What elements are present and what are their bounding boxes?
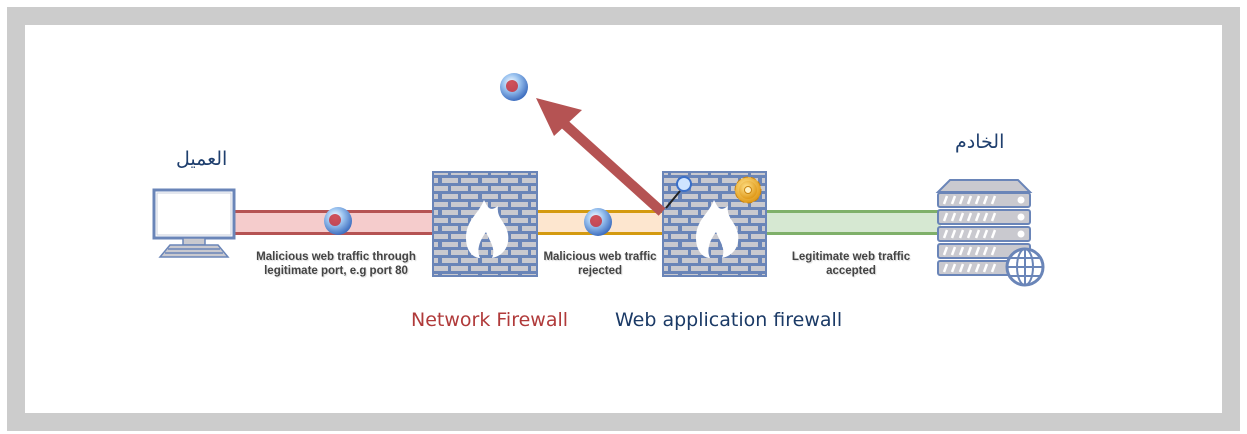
network-firewall-caption: Network Firewall	[411, 309, 569, 331]
link-label-waf-to-server: Legitimate web traffic accepted	[772, 250, 930, 278]
globe-icon	[1005, 247, 1045, 287]
link-label-line: legitimate port, e.g port 80	[264, 265, 408, 277]
server-unit	[937, 192, 1031, 208]
link-label-client-to-network-firewall: Malicious web traffic through legitimate…	[238, 250, 434, 278]
gear-icon	[734, 176, 762, 204]
malware-packet-icon	[324, 207, 352, 235]
server-label: الخادم	[955, 131, 1005, 153]
desktop-computer-icon	[152, 188, 236, 258]
magnifier-icon	[665, 176, 692, 209]
network-firewall-icon	[432, 171, 538, 277]
link-label-line: rejected	[577, 265, 623, 277]
link-label-network-firewall-to-waf: Malicious web traffic rejected	[536, 250, 664, 278]
waf-caption: Web application firewall	[615, 309, 843, 331]
client-label: العميل	[176, 148, 228, 170]
waf-icon	[662, 171, 767, 277]
link-label-line: Legitimate web traffic	[791, 251, 911, 263]
server-unit	[937, 226, 1031, 242]
link-waf-to-server	[765, 210, 941, 235]
flame-icon	[696, 200, 739, 258]
link-label-line: Malicious web traffic through	[256, 251, 416, 263]
malware-packet-icon	[584, 208, 612, 236]
server-unit	[937, 209, 1031, 225]
link-label-line: accepted	[826, 265, 876, 277]
link-label-line: Malicious web traffic	[543, 251, 657, 263]
flame-icon	[466, 200, 509, 258]
rejected-traffic-arrow	[536, 98, 666, 216]
rejected-malware-packet-icon	[500, 73, 528, 101]
